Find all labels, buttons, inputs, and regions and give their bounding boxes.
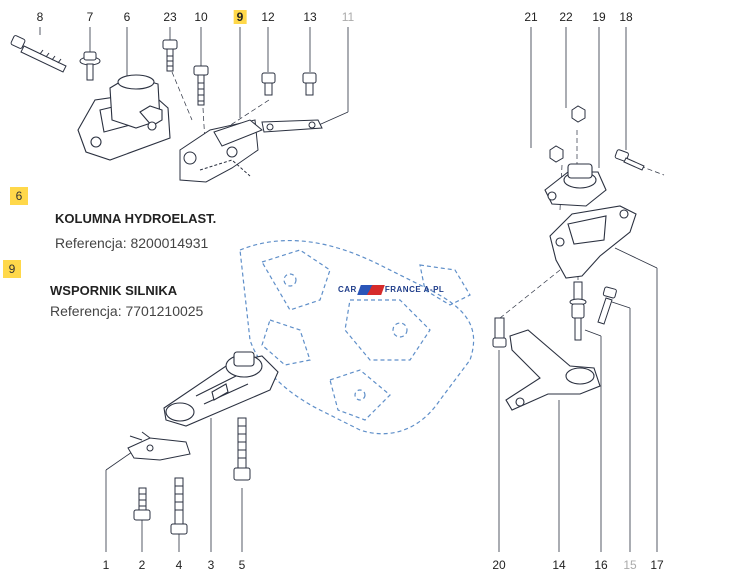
watermark-text-right: A-PL bbox=[423, 285, 445, 295]
callout-14: 14 bbox=[552, 558, 566, 572]
part-10-bolt bbox=[193, 65, 209, 106]
watermark-text-left: CAR bbox=[338, 285, 357, 295]
callout-3: 3 bbox=[207, 558, 215, 572]
part-7-bolt bbox=[79, 51, 101, 81]
part-6-hydro-mount bbox=[77, 74, 171, 161]
part-22-nut bbox=[571, 105, 586, 123]
watermark-text-middle: FRANCE bbox=[384, 285, 422, 295]
callout-13: 13 bbox=[303, 10, 317, 24]
callout-5: 5 bbox=[238, 558, 246, 572]
part-12-bolt bbox=[261, 72, 276, 96]
part-9-engine-bracket bbox=[179, 119, 263, 183]
part-5-bolt bbox=[233, 417, 251, 481]
part-8-bolt bbox=[10, 35, 67, 73]
part-18-bolt bbox=[614, 149, 645, 171]
callout-22: 22 bbox=[559, 10, 573, 24]
part-4-bolt bbox=[170, 477, 188, 535]
callout-7: 7 bbox=[86, 10, 94, 24]
callout-15: 15 bbox=[623, 558, 637, 572]
info-badge-9[interactable]: 9 bbox=[3, 260, 21, 278]
watermark-flag-mark bbox=[357, 285, 385, 295]
callout-2: 2 bbox=[138, 558, 146, 572]
carfrance-watermark-logo: CAR FRANCE A-PL bbox=[338, 285, 444, 295]
part-11-strap bbox=[261, 119, 323, 133]
part-14-bracket bbox=[505, 329, 601, 411]
callout-23: 23 bbox=[163, 10, 177, 24]
info-reference-6: Referencja: 8200014931 bbox=[55, 235, 209, 251]
callout-12: 12 bbox=[261, 10, 275, 24]
callout-9-highlighted[interactable]: 9 bbox=[233, 10, 247, 24]
part-20-bolt bbox=[492, 317, 507, 348]
callout-4: 4 bbox=[175, 558, 183, 572]
info-title-6: KOLUMNA HYDROELAST. bbox=[55, 211, 217, 226]
part-15-bolt bbox=[597, 286, 617, 325]
callout-20: 20 bbox=[492, 558, 506, 572]
part-17-support bbox=[549, 205, 637, 279]
subframe-outline bbox=[239, 240, 475, 435]
part-3-torque-rod bbox=[163, 351, 279, 427]
callout-10: 10 bbox=[194, 10, 208, 24]
part-16-stud bbox=[569, 281, 587, 341]
callout-17: 17 bbox=[650, 558, 664, 572]
part-1-plate bbox=[127, 431, 191, 461]
callout-18: 18 bbox=[619, 10, 633, 24]
part-2-bolt bbox=[133, 487, 151, 521]
info-reference-9: Referencja: 7701210025 bbox=[50, 303, 204, 319]
info-title-9: WSPORNIK SILNIKA bbox=[50, 283, 178, 298]
callout-6: 6 bbox=[123, 10, 131, 24]
part-21-nut bbox=[549, 145, 564, 163]
info-badge-6[interactable]: 6 bbox=[10, 187, 28, 205]
part-13-bolt bbox=[302, 72, 317, 96]
leader-lines bbox=[39, 27, 658, 552]
callout-8: 8 bbox=[36, 10, 44, 24]
part-19-gearbox-mount bbox=[544, 163, 607, 207]
callout-19: 19 bbox=[592, 10, 606, 24]
callout-11: 11 bbox=[341, 10, 355, 24]
callout-1: 1 bbox=[102, 558, 110, 572]
callout-16: 16 bbox=[594, 558, 608, 572]
part-23-bolt bbox=[162, 39, 178, 72]
callout-21: 21 bbox=[524, 10, 538, 24]
